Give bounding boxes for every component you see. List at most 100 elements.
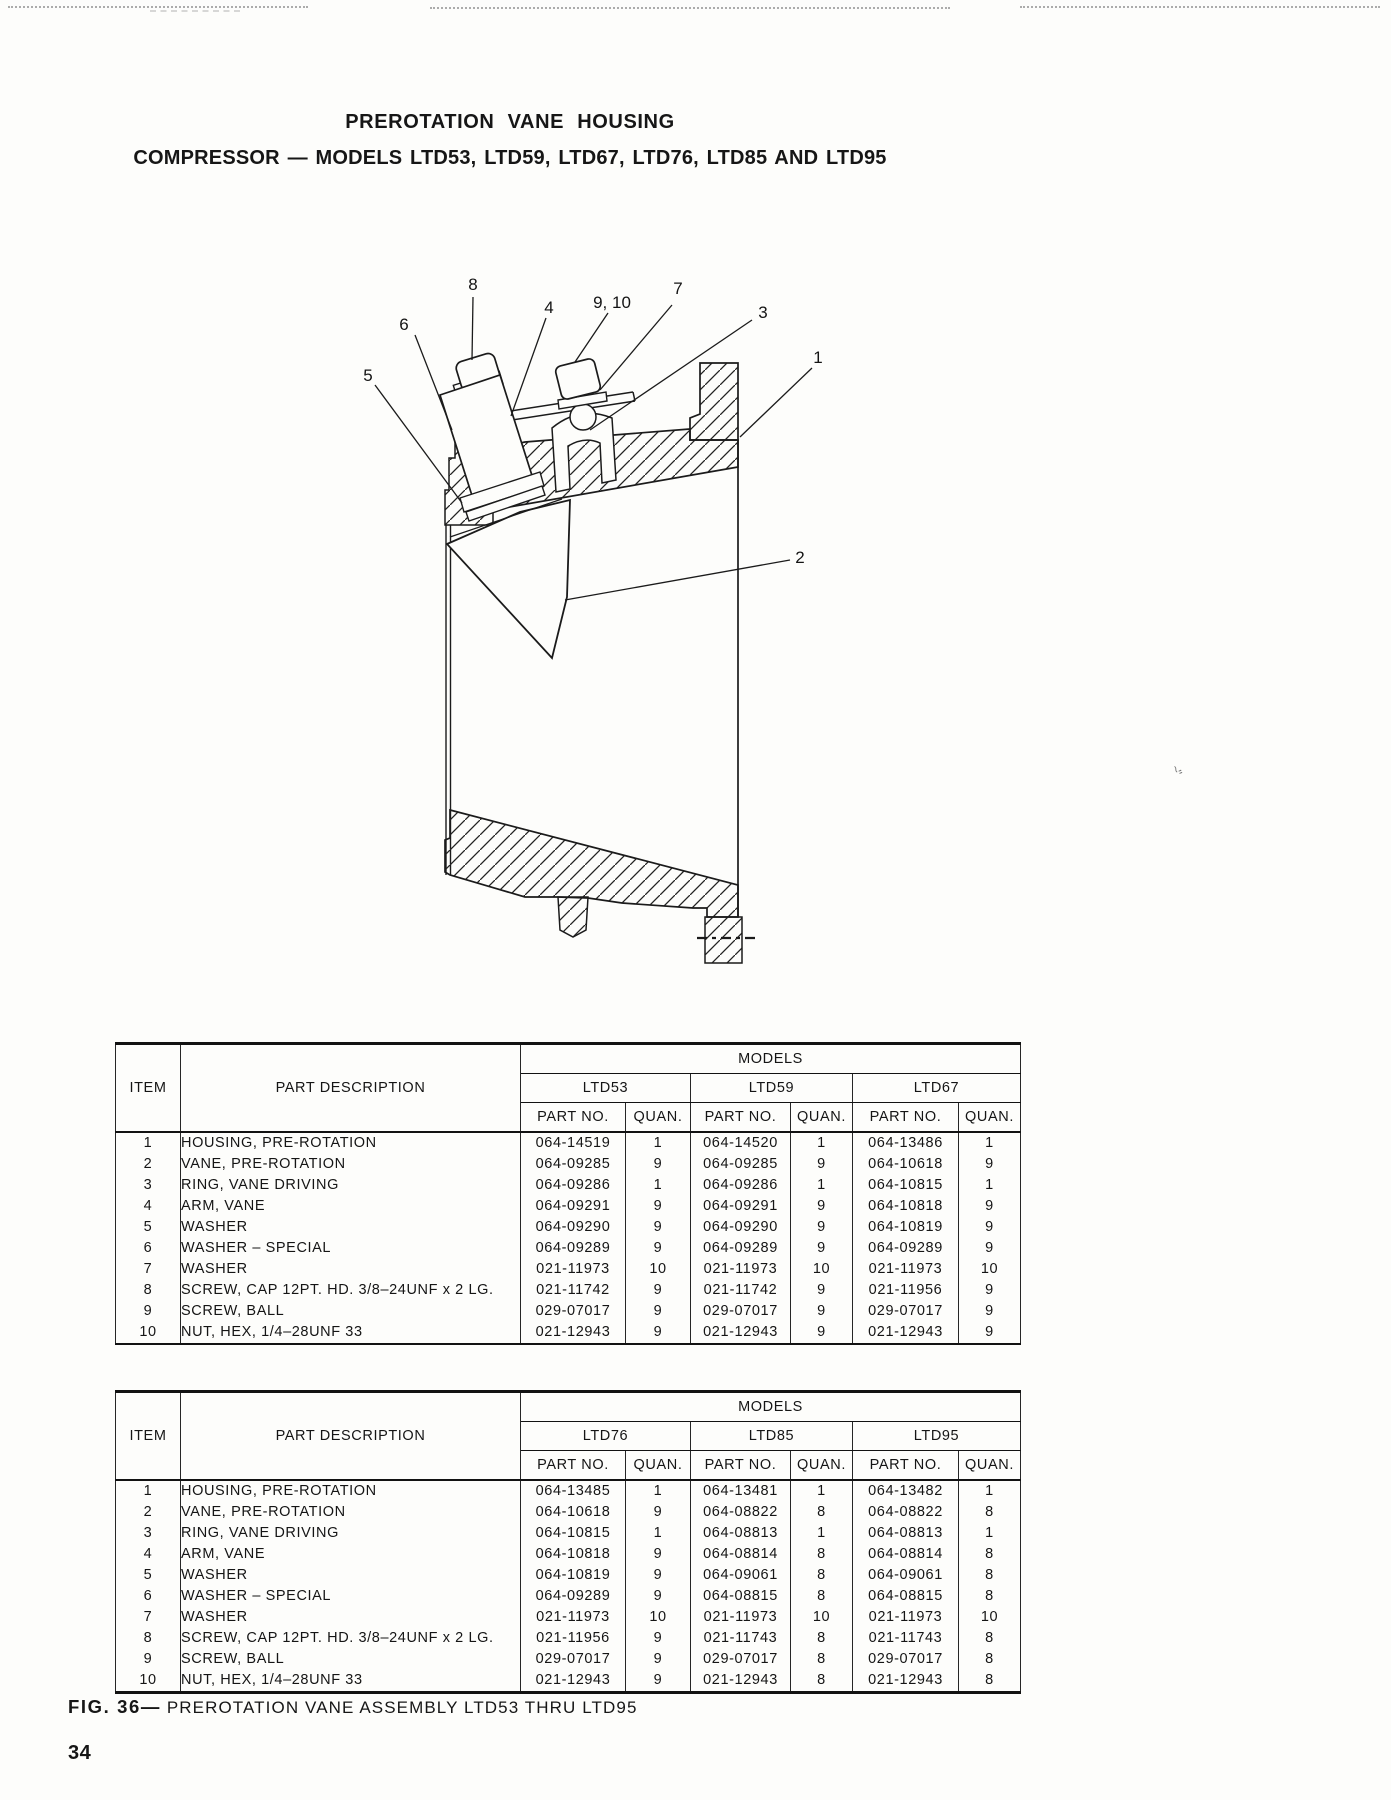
item-cell: 3 [115,1523,181,1544]
quan-cell: 9 [625,1280,691,1301]
description-cell: HOUSING, PRE-ROTATION [180,1132,521,1154]
parts-table-row: 4 ARM, VANE 064-10818 9 064-08814 8 064-… [115,1544,1022,1565]
part-no-header: PART NO. [852,1102,959,1133]
quan-cell: 9 [625,1670,691,1693]
item-column-header: ITEM [115,1391,181,1481]
description-column-header: PART DESCRIPTION [180,1043,521,1133]
item-cell: 6 [115,1238,181,1259]
item-cell: 7 [115,1607,181,1628]
quan-cell: 8 [790,1544,853,1565]
quan-cell: 9 [957,1322,1022,1344]
quan-cell: 1 [790,1175,853,1196]
part-no-cell: 064-09061 [852,1565,959,1586]
page-number: 34 [68,1742,92,1764]
part-no-cell: 064-13481 [690,1480,791,1502]
description-cell: NUT, HEX, 1/4–28UNF 33 [180,1322,521,1344]
callout-label: 4 [544,298,553,317]
description-cell: HOUSING, PRE-ROTATION [180,1480,521,1502]
quan-cell: 9 [790,1217,853,1238]
figure-caption-prefix: FIG. 36— [68,1696,161,1717]
description-cell: WASHER [180,1217,521,1238]
quan-cell: 9 [625,1502,691,1523]
part-no-header: PART NO. [852,1450,959,1481]
description-cell: ARM, VANE [180,1196,521,1217]
parts-table-row: 5 WASHER 064-09290 9 064-09290 9 064-108… [115,1217,1022,1238]
item-cell: 6 [115,1586,181,1607]
scan-noise [150,10,240,12]
quan-cell: 9 [790,1238,853,1259]
quan-cell: 10 [790,1259,853,1280]
vane-part [445,498,571,660]
quan-cell: 9 [625,1217,691,1238]
part-no-cell: 064-09285 [690,1154,791,1175]
part-no-header: PART NO. [520,1102,626,1133]
quan-cell: 9 [957,1154,1022,1175]
quan-cell: 8 [957,1502,1022,1523]
description-cell: VANE, PRE-ROTATION [180,1502,521,1523]
quan-header: QUAN. [957,1102,1022,1133]
part-no-cell: 064-09291 [520,1196,626,1217]
part-no-cell: 064-08822 [852,1502,959,1523]
part-no-cell: 064-13485 [520,1480,626,1502]
parts-table-row: 3 RING, VANE DRIVING 064-09286 1 064-092… [115,1175,1022,1196]
ball-screw-assembly [551,358,617,493]
description-column-header: PART DESCRIPTION [180,1391,521,1481]
quan-header: QUAN. [957,1450,1022,1481]
parts-table-row: 10 NUT, HEX, 1/4–28UNF 33 021-12943 9 02… [115,1322,1022,1344]
part-no-cell: 064-10618 [520,1502,626,1523]
quan-cell: 8 [957,1565,1022,1586]
part-no-cell: 021-12943 [852,1322,959,1344]
quan-cell: 1 [625,1175,691,1196]
parts-table-row: 1 HOUSING, PRE-ROTATION 064-14519 1 064-… [115,1132,1022,1154]
item-cell: 2 [115,1154,181,1175]
quan-cell: 9 [625,1322,691,1344]
quan-cell: 9 [625,1238,691,1259]
part-no-cell: 064-10815 [520,1523,626,1544]
quan-cell: 9 [625,1301,691,1322]
part-no-cell: 021-11973 [520,1607,626,1628]
part-no-cell: 064-10819 [852,1217,959,1238]
scan-noise [430,7,950,9]
parts-table-row: 7 WASHER 021-11973 10 021-11973 10 021-1… [115,1259,1022,1280]
part-no-cell: 064-09290 [690,1217,791,1238]
prerotation-vane-housing-diagram: 8 6 4 9, 10 7 3 1 5 2 [363,275,823,964]
part-no-cell: 064-08813 [690,1523,791,1544]
quan-cell: 8 [957,1586,1022,1607]
quan-header: QUAN. [625,1102,691,1133]
quan-header: QUAN. [790,1450,853,1481]
quan-header: QUAN. [625,1450,691,1481]
part-no-cell: 021-12943 [852,1670,959,1693]
quan-cell: 8 [790,1565,853,1586]
quan-cell: 9 [625,1649,691,1670]
scan-noise [8,6,308,8]
quan-cell: 1 [625,1480,691,1502]
quan-cell: 8 [790,1502,853,1523]
scan-artifact: ~" [1167,762,1185,777]
page-title: PREROTATION VANE HOUSING [345,111,675,133]
quan-cell: 9 [625,1628,691,1649]
quan-cell: 9 [625,1154,691,1175]
part-no-cell: 064-13486 [852,1132,959,1154]
parts-table-row: 3 RING, VANE DRIVING 064-10815 1 064-088… [115,1523,1022,1544]
quan-cell: 9 [790,1301,853,1322]
part-no-cell: 021-11973 [690,1607,791,1628]
part-no-cell: 064-08814 [852,1544,959,1565]
quan-cell: 10 [790,1607,853,1628]
models-header: MODELS [519,1043,1022,1074]
quan-header: QUAN. [790,1102,853,1133]
quan-cell: 1 [790,1523,853,1544]
parts-table-row: 10 NUT, HEX, 1/4–28UNF 33 021-12943 9 02… [115,1670,1022,1693]
quan-cell: 9 [957,1217,1022,1238]
scan-noise [1020,6,1380,8]
quan-cell: 8 [790,1628,853,1649]
quan-cell: 9 [790,1322,853,1344]
description-cell: RING, VANE DRIVING [180,1523,521,1544]
part-no-cell: 064-13482 [852,1480,959,1502]
item-column-header: ITEM [115,1043,181,1133]
part-no-cell: 064-10818 [852,1196,959,1217]
model-name-header: LTD67 [851,1073,1022,1103]
part-no-cell: 021-11742 [520,1280,626,1301]
part-no-cell: 021-11973 [520,1259,626,1280]
